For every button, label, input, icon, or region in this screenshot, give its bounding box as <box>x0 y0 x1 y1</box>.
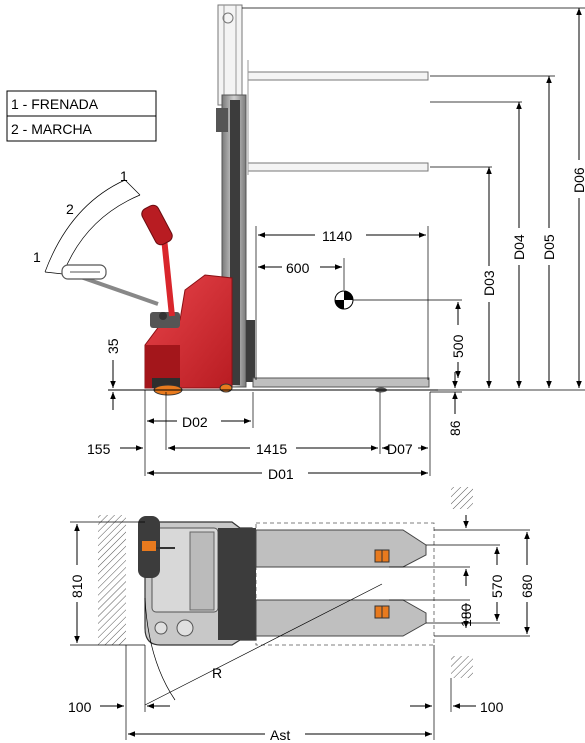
top-dimensions: 810 180 570 680 R 100 <box>68 515 535 743</box>
arc-label-2: 2 <box>66 201 74 217</box>
wall-hatch-top <box>451 487 473 509</box>
dim-R: R <box>212 665 222 681</box>
cover-panel <box>189 531 215 611</box>
tiller-arc: 1 2 1 <box>33 168 159 306</box>
fork-carriage <box>246 320 255 382</box>
wall-hatch-left <box>98 515 126 645</box>
dim-Ast: Ast <box>270 727 290 743</box>
bumper <box>152 378 180 388</box>
radius-line <box>144 583 383 706</box>
fork-raised-top <box>247 71 429 81</box>
dim-100-left: 100 <box>68 699 92 715</box>
dim-1415: 1415 <box>256 441 287 457</box>
dim-D01: D01 <box>268 466 294 482</box>
arc-label-1-top: 1 <box>120 168 128 184</box>
dim-500: 500 <box>450 334 466 358</box>
swing-arc <box>144 597 176 701</box>
dim-155: 155 <box>87 441 111 457</box>
battery-cover <box>150 312 180 328</box>
tiller-button <box>142 541 156 551</box>
dim-600: 600 <box>286 260 310 276</box>
mast-raised <box>217 4 243 106</box>
fork-top-left <box>255 529 427 568</box>
fork-lowered <box>252 377 430 388</box>
mast-top-bracket <box>216 108 228 132</box>
arc-label-1-bottom: 1 <box>33 249 41 265</box>
dim-D04: D04 <box>511 234 527 260</box>
dim-D03: D03 <box>481 270 497 296</box>
dim-D06: D06 <box>571 167 585 193</box>
dim-1140: 1140 <box>322 228 352 244</box>
dim-86: 86 <box>447 420 463 436</box>
dim-D02: D02 <box>182 414 208 430</box>
dim-810: 810 <box>69 574 85 598</box>
wall-hatch-bottom <box>451 656 473 678</box>
legend-item-frenada: 1 - FRENADA <box>11 96 99 112</box>
legend: 1 - FRENADA 2 - MARCHA <box>6 90 157 142</box>
mast-top <box>218 528 256 640</box>
dim-570: 570 <box>489 574 505 598</box>
dim-D05: D05 <box>541 234 557 260</box>
legend-item-marcha: 2 - MARCHA <box>11 121 93 137</box>
side-view-truck <box>141 4 430 396</box>
caster-top <box>176 619 194 637</box>
support-wheel <box>219 383 233 393</box>
tiller-head <box>141 204 173 246</box>
dim-680: 680 <box>519 574 535 598</box>
tiller-lowered-ghost <box>61 264 159 306</box>
fork-top-right <box>255 599 427 637</box>
load-center-icon <box>334 290 354 310</box>
side-dimensions: D03 D04 D05 D06 1140 600 500 35 <box>87 7 585 482</box>
dim-D07: D07 <box>387 441 413 457</box>
dim-35: 35 <box>105 338 121 354</box>
dim-180: 180 <box>458 603 474 627</box>
chassis-lower <box>145 345 180 388</box>
top-view-truck <box>98 487 473 678</box>
dim-100-right: 100 <box>480 699 504 715</box>
fork-raised-mid <box>247 162 429 172</box>
mast-channel <box>230 100 240 385</box>
